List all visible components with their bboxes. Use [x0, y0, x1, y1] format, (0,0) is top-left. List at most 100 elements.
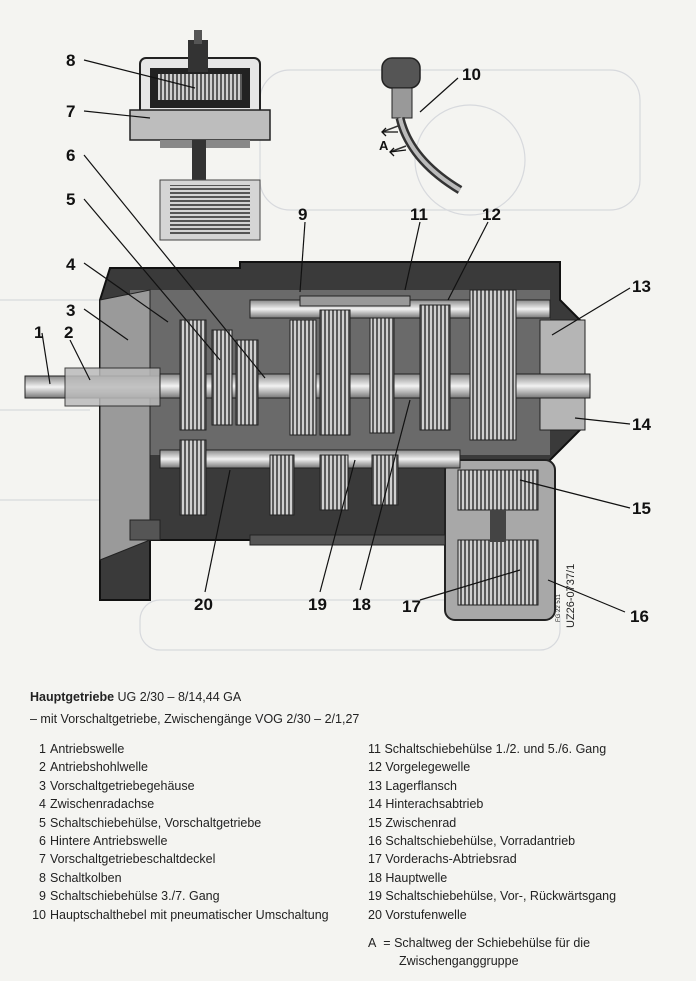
marker-a-label: A	[379, 138, 389, 153]
legend-num: 1	[39, 742, 46, 756]
caption-title-rest: UG 2/30 – 8/14,44 GA	[114, 690, 242, 704]
legend-num: 2	[39, 760, 46, 775]
legend-text: Hintere Antriebswelle	[50, 834, 168, 849]
shift-cover	[129, 30, 271, 241]
callout-10: 10	[462, 65, 481, 84]
legend-num: 10	[32, 907, 46, 922]
legend-text: Schaltschiebehülse, Vorradantrieb	[385, 834, 576, 849]
legend-item: 5 Schaltschiebehülse, Vorschaltgetriebe	[30, 814, 329, 832]
callout-9: 9	[298, 205, 307, 224]
callout-19: 19	[308, 595, 327, 614]
legend-text: Vorstufenwelle	[385, 907, 467, 922]
legend-item: 15 Zwischenrad	[368, 814, 616, 832]
legend-num: 12	[368, 760, 382, 775]
legend-num: 18	[368, 870, 382, 885]
legend-num: 20	[368, 907, 382, 922]
legend-text: Schaltschiebehülse 1./2. und 5./6. Gang	[384, 742, 607, 756]
legend-text: Hauptwelle	[385, 870, 448, 885]
callout-12: 12	[482, 205, 501, 224]
shift-lever	[381, 57, 463, 194]
legend-item: 4 Zwischenradachse	[30, 795, 329, 813]
legend-right: 11 Schaltschiebehülse 1./2. und 5./6. Ga…	[368, 740, 616, 924]
legend-num: 15	[368, 815, 382, 830]
legend-text: Antriebswelle	[50, 742, 125, 756]
legend-text: Zwischenradachse	[50, 797, 155, 812]
legend-item: 14 Hinterachsabtrieb	[368, 795, 616, 813]
callout-numbers: 1 2 3 4 5 6 7 8 9 10 11 12 13 14 15 16 1…	[34, 51, 651, 626]
legend-text: Schaltkolben	[50, 870, 122, 885]
legend-num: 19	[368, 889, 382, 904]
legend-num: 4	[39, 797, 46, 812]
callout-7: 7	[66, 102, 75, 121]
transmission-cutaway-diagram: A 1 2 3 4 5 6 7 8 9 10 11 12 13 14 15 16…	[0, 30, 651, 651]
gear-set	[179, 289, 517, 516]
legend-item: 13 Lagerflansch	[368, 777, 616, 795]
note-letter: A	[368, 936, 377, 950]
legend-item: 16 Schaltschiebehülse, Vorradantrieb	[368, 832, 616, 850]
legend-num: 16	[368, 834, 382, 849]
legend-text: Schaltschiebehülse 3./7. Gang	[50, 889, 220, 904]
legend-text: Hauptschalthebel mit pneumatischer Umsch…	[50, 907, 329, 922]
legend-item: 20 Vorstufenwelle	[368, 906, 616, 924]
callout-17: 17	[402, 597, 421, 616]
legend-num: 9	[39, 889, 46, 904]
legend-num: 7	[39, 852, 46, 867]
input-shaft	[24, 367, 166, 407]
callout-6: 6	[66, 146, 75, 165]
legend-num: 14	[368, 797, 382, 812]
legend-num: 17	[368, 852, 382, 867]
legend-num: 6	[39, 834, 46, 849]
legend-num: 11	[368, 742, 381, 756]
legend-item: 7 Vorschaltgetriebeschaltdeckel	[30, 850, 329, 868]
callout-13: 13	[632, 277, 651, 296]
note-line-1: A = Schaltweg der Schiebehülse für die	[368, 934, 668, 952]
legend-text: Antriebshohlwelle	[50, 760, 148, 775]
legend-item: 8 Schaltkolben	[30, 869, 329, 887]
legend-text: Vorschaltgetriebeschaltdeckel	[50, 852, 216, 867]
callout-16: 16	[630, 607, 649, 626]
legend-item: 18 Hauptwelle	[368, 869, 616, 887]
note-a: A = Schaltweg der Schiebehülse für die Z…	[368, 934, 668, 970]
legend-item: 10 Hauptschalthebel mit pneumatischer Ums…	[30, 906, 329, 924]
legend-num: 8	[39, 870, 46, 885]
caption-title-bold: Hauptgetriebe	[30, 690, 115, 704]
legend-text: Schaltschiebehülse, Vor-, Rückwärtsgang	[385, 889, 617, 904]
callout-1: 1	[34, 323, 43, 342]
note-text-1: = Schaltweg der Schiebehülse für die	[383, 936, 591, 950]
legend-text: Hinterachsabtrieb	[385, 797, 484, 812]
legend-num: 3	[39, 778, 46, 793]
callout-4: 4	[66, 255, 76, 274]
legend-text: Vorschaltgetriebegehäuse	[50, 778, 195, 793]
legend-num: 5	[39, 815, 46, 830]
legend-item: 17 Vorderachs-Abtriebsrad	[368, 850, 616, 868]
legend-text: Schaltschiebehülse, Vorschaltgetriebe	[50, 815, 262, 830]
legend-text: Vorgelegewelle	[385, 760, 471, 775]
legend-item: 12 Vorgelegewelle	[368, 758, 616, 776]
callout-2: 2	[64, 323, 73, 342]
vertical-figure-code: UZ26-0737/1	[565, 564, 577, 628]
arrows-marker-a	[381, 127, 407, 157]
legend-item: 2 Antriebshohlwelle	[30, 758, 329, 776]
callout-5: 5	[66, 190, 75, 209]
legend-item: 6 Hintere Antriebswelle	[30, 832, 329, 850]
caption-subtitle: – mit Vorschaltgetriebe, Zwischengänge V…	[30, 712, 360, 726]
legend-item: 3 Vorschaltgetriebegehäuse	[30, 777, 329, 795]
legend-item: 11 Schaltschiebehülse 1./2. und 5./6. Ga…	[368, 740, 616, 758]
legend-item: 19 Schaltschiebehülse, Vor-, Rückwärtsga…	[368, 887, 616, 905]
callout-15: 15	[632, 499, 651, 518]
callout-11: 11	[410, 205, 428, 224]
legend-num: 13	[368, 778, 382, 793]
legend-item: 9 Schaltschiebehülse 3./7. Gang	[30, 887, 329, 905]
callout-3: 3	[66, 301, 75, 320]
caption: Hauptgetriebe UG 2/30 – 8/14,44 GA – mit…	[30, 688, 670, 728]
caption-title: Hauptgetriebe UG 2/30 – 8/14,44 GA	[30, 688, 670, 706]
small-figure-code: FG 22 511	[556, 593, 562, 622]
housing-base	[129, 519, 446, 546]
legend-text: Zwischenrad	[385, 815, 457, 830]
legend-text: Lagerflansch	[385, 778, 457, 793]
callout-20: 20	[194, 595, 213, 614]
legend-text: Vorderachs-Abtriebsrad	[385, 852, 517, 867]
callout-8: 8	[66, 51, 75, 70]
leader-lines	[41, 59, 631, 613]
